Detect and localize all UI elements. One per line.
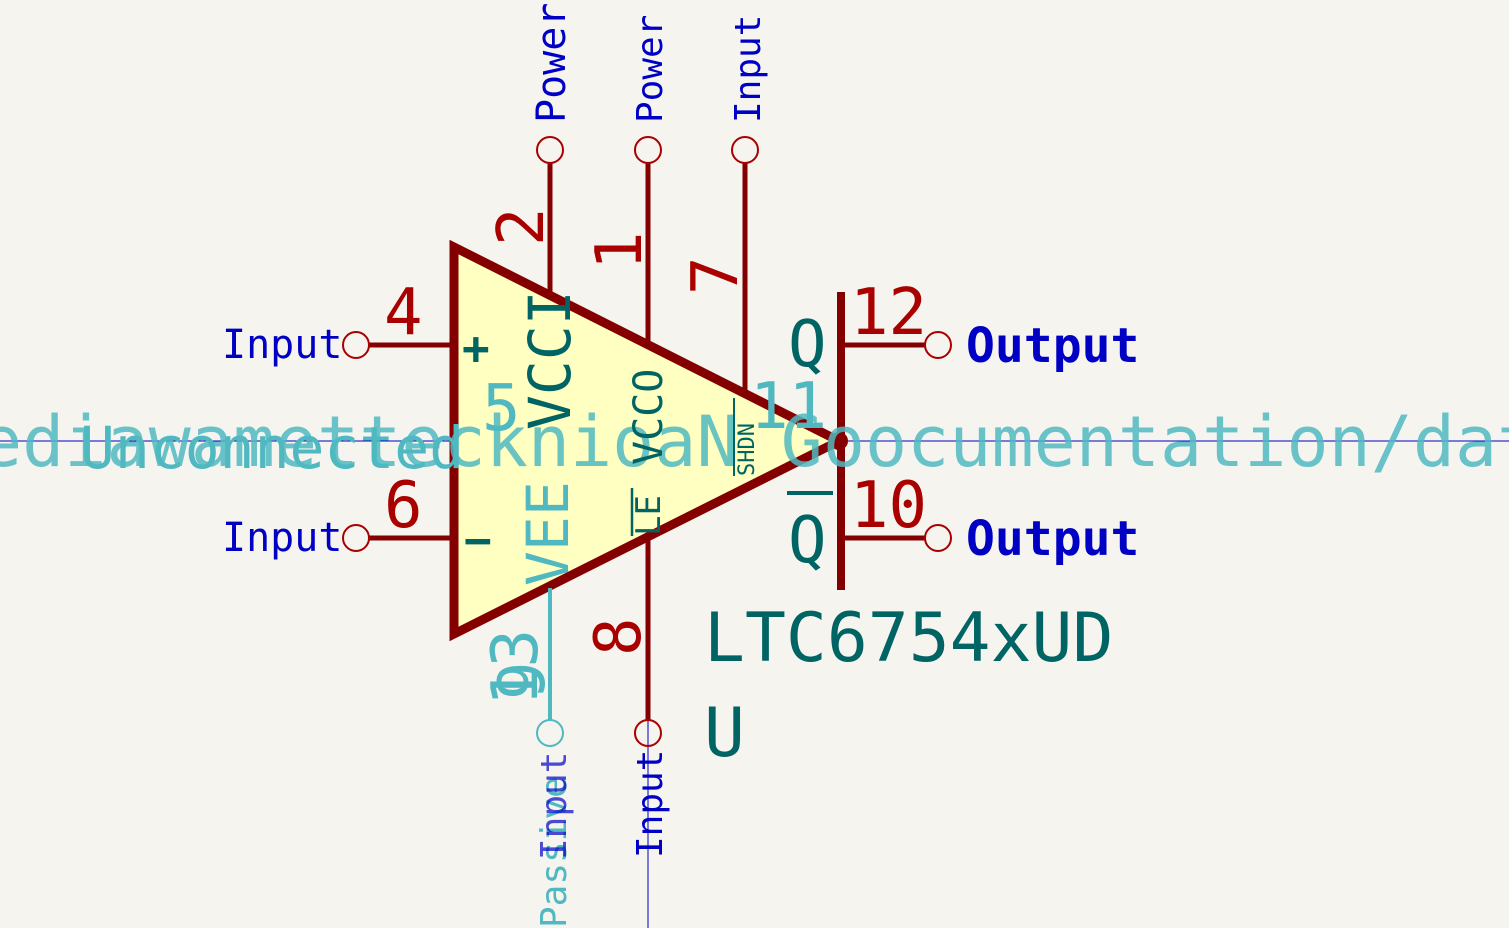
pin-end-12[interactable]	[924, 331, 952, 359]
pin-type-9: Input	[534, 752, 575, 860]
component-reference[interactable]: U	[704, 694, 745, 773]
pin-number-9: 9	[486, 661, 560, 700]
pin-number-7: 7	[679, 256, 753, 295]
pin-name-vcco: VCCO	[626, 369, 672, 465]
pin-type-6: Input	[222, 515, 342, 561]
pin-lines	[368, 162, 926, 720]
pin-number-8: 8	[582, 617, 656, 656]
pin-end-10[interactable]	[924, 524, 952, 552]
pin-type-7: Input	[728, 15, 769, 123]
pin-end-7[interactable]	[731, 136, 759, 164]
pin-end-8[interactable]	[634, 719, 662, 747]
pin-number-4: 4	[384, 276, 423, 350]
pin-name-vee: VEE	[514, 481, 582, 586]
pin-number-11: 11	[750, 370, 827, 444]
pin-number-5: 5	[482, 372, 521, 446]
hidden-label: Unconnected	[80, 414, 464, 482]
pin-name-plus: +	[462, 321, 490, 375]
pin-number-13: 13	[479, 629, 553, 706]
pin-name-le: LE	[629, 495, 669, 536]
pin-end-2[interactable]	[536, 136, 564, 164]
pin-name-shdn: SHDN	[735, 423, 760, 476]
pin-type-3: Passive	[534, 776, 575, 928]
component-value[interactable]: LTC6754xUD	[704, 599, 1113, 678]
pin-endpoints	[342, 136, 952, 747]
pin-name-qbar: Q	[788, 504, 827, 578]
footprint-overlay-text: ediawamettecknioaN Goocumentation/data-	[0, 401, 1509, 483]
pin-type-10: Output	[966, 511, 1139, 567]
pin-end-4[interactable]	[342, 331, 370, 359]
pin-name-q: Q	[788, 308, 827, 382]
pin-type-4: Input	[222, 322, 342, 368]
pin-number-12: 12	[850, 276, 927, 350]
pin-type-1: Power	[630, 15, 671, 123]
pin-number-6: 6	[384, 469, 423, 543]
pin-end-3[interactable]	[536, 719, 564, 747]
pin-number-10: 10	[850, 469, 927, 543]
pin-type-2: Power	[529, 3, 575, 123]
pin-name-vcci: VCCI	[516, 290, 584, 430]
anchor-dot	[830, 432, 848, 450]
pin-type-8: Input	[630, 750, 671, 858]
pin-number-1: 1	[583, 231, 657, 270]
pin-end-1[interactable]	[634, 136, 662, 164]
pin-type-12: Output	[966, 318, 1139, 374]
pin-end-6[interactable]	[342, 524, 370, 552]
pin-name-minus: −	[464, 513, 492, 567]
pin-number-2: 2	[485, 207, 559, 246]
